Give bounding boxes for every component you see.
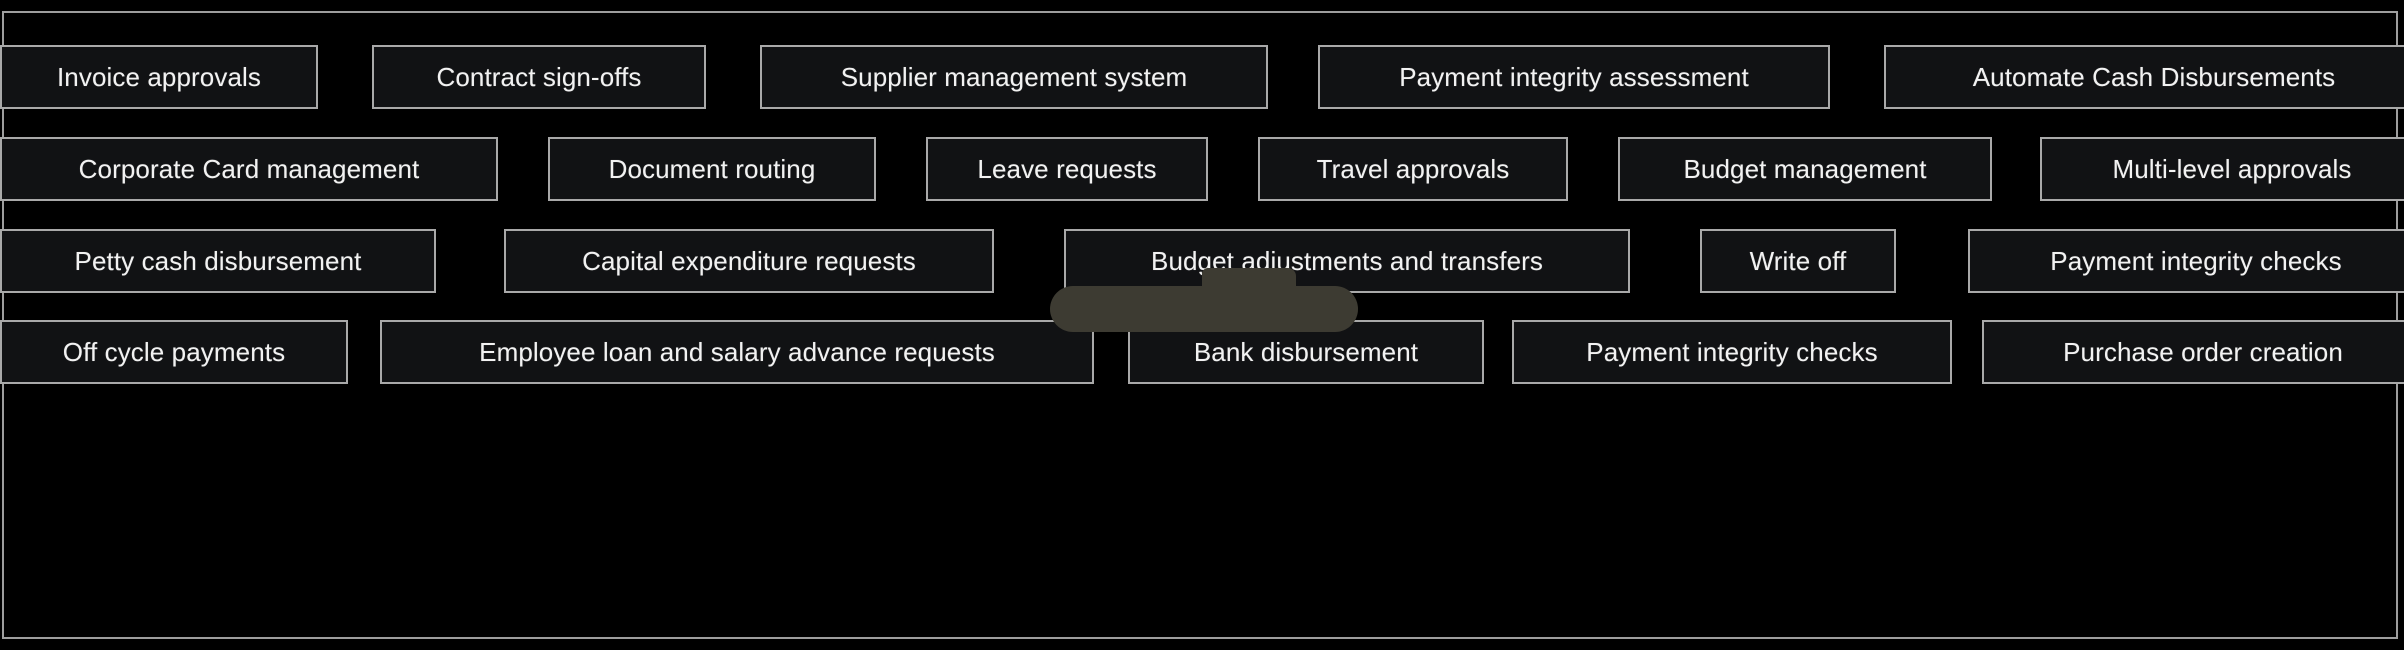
chip-r2-c6[interactable]: Multi-level approvals [2040, 137, 2404, 201]
chip-label: Automate Cash Disbursements [1972, 62, 2336, 92]
chip-label: Invoice approvals [56, 62, 262, 92]
chip-label: Bank disbursement [1193, 337, 1419, 367]
chip-label: Contract sign-offs [436, 62, 642, 92]
chip-r1-c4[interactable]: Payment integrity assessment [1318, 45, 1830, 109]
chip-row-2: Corporate Card management Document routin… [0, 137, 2404, 201]
chip-label: Supplier management system [840, 62, 1188, 92]
chip-row-3: Petty cash disbursement Capital expenditu… [0, 229, 2404, 293]
chip-label: Travel approvals [1316, 154, 1510, 184]
chip-r4-c5[interactable]: Purchase order creation [1982, 320, 2404, 384]
chip-row-1: Invoice approvals Contract sign-offs Suppl… [0, 45, 2404, 109]
chip-r3-c3[interactable]: Budget adjustments and transfers [1064, 229, 1630, 293]
chip-label: Off cycle payments [62, 337, 286, 367]
chip-label: Budget management [1683, 154, 1927, 184]
chip-r1-c3[interactable]: Supplier management system [760, 45, 1268, 109]
chip-r4-c4[interactable]: Payment integrity checks [1512, 320, 1952, 384]
chip-row-4: Off cycle payments Employee loan and sala… [0, 320, 2404, 384]
chip-label: Purchase order creation [2063, 337, 2343, 367]
chip-r4-c1[interactable]: Off cycle payments [0, 320, 348, 384]
chip-label: Document routing [608, 154, 816, 184]
chip-label: Leave requests [977, 154, 1157, 184]
chip-r2-c2[interactable]: Document routing [548, 137, 876, 201]
chip-r1-c5[interactable]: Automate Cash Disbursements [1884, 45, 2404, 109]
chip-r2-c4[interactable]: Travel approvals [1258, 137, 1568, 201]
chip-label: Petty cash disbursement [74, 246, 362, 276]
chip-r1-c2[interactable]: Contract sign-offs [372, 45, 706, 109]
chip-r1-c1[interactable]: Invoice approvals [0, 45, 318, 109]
chip-r2-c5[interactable]: Budget management [1618, 137, 1992, 201]
chip-r2-c3[interactable]: Leave requests [926, 137, 1208, 201]
chip-r3-c5[interactable]: Payment integrity checks [1968, 229, 2404, 293]
chip-label: Payment integrity checks [2050, 246, 2342, 276]
chip-label: Payment integrity checks [1586, 337, 1878, 367]
chip-r3-c1[interactable]: Petty cash disbursement [0, 229, 436, 293]
chip-r4-c2[interactable]: Employee loan and salary advance request… [380, 320, 1094, 384]
chip-label: Capital expenditure requests [582, 246, 916, 276]
chip-r2-c1[interactable]: Corporate Card management [0, 137, 498, 201]
chip-r3-c4[interactable]: Write off [1700, 229, 1896, 293]
chip-label: Multi-level approvals [2112, 154, 2352, 184]
highlight-smudge-artifact [1050, 268, 1358, 332]
chip-label: Write off [1749, 246, 1847, 276]
chip-label: Corporate Card management [78, 154, 420, 184]
chip-r3-c2[interactable]: Capital expenditure requests [504, 229, 994, 293]
chip-label: Payment integrity assessment [1399, 62, 1749, 92]
chip-label: Employee loan and salary advance request… [479, 337, 995, 367]
